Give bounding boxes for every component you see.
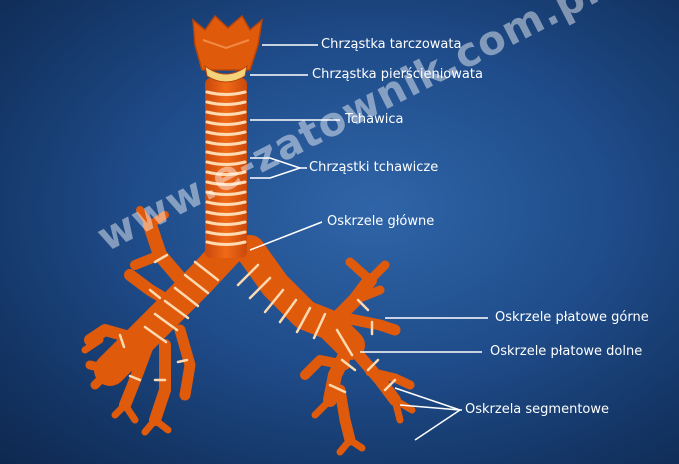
label-upper-lobar-bronchus: Oskrzele płatowe górne (495, 310, 649, 325)
cricoid-cartilage (204, 64, 248, 83)
label-segmental-bronchi: Oskrzela segmentowe (465, 402, 610, 417)
label-tracheal-rings: Chrząstki tchawicze (309, 160, 439, 175)
label-trachea: Tchawica (345, 112, 404, 127)
tracheal-rings (205, 90, 247, 246)
label-main-bronchi: Oskrzele główne (327, 214, 435, 229)
leader-lines (249, 44, 488, 441)
thyroid-detail (202, 39, 250, 50)
label-lower-lobar-bronchus: Oskrzele płatowe dolne (490, 344, 643, 359)
label-thyroid-cartilage: Chrząstka tarczowata (321, 37, 462, 52)
right-bronchial-tree (235, 235, 416, 456)
bronchial-rings (118, 253, 397, 394)
thyroid-cartilage (192, 14, 264, 71)
label-cricoid-cartilage: Chrząstka pierścieniowata (312, 67, 483, 82)
